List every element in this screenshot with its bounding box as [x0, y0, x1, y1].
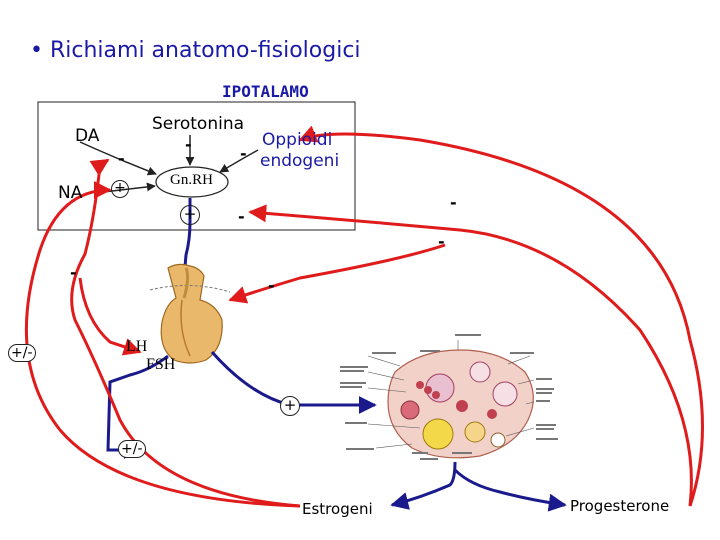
estrogen-minus-sign: -	[70, 263, 77, 282]
estrogen-feedback-na-arrow	[24, 181, 301, 508]
hypothalamus-box	[37, 101, 356, 231]
estrogen-feedback-pituitary-arrow	[78, 277, 142, 356]
serotonin-minus-sign: -	[185, 135, 192, 154]
progesterone-feedback-opioid-arrow	[298, 125, 704, 507]
slide-title-text: Richiami anatomo-fisiologici	[49, 38, 361, 63]
na-plus-sign: +	[111, 180, 129, 198]
opioid-minus-sign: -	[240, 144, 247, 163]
gnrh-minus-sign: -	[238, 207, 245, 226]
gnrh-label: Gn.RH	[170, 172, 213, 188]
estrogen-feedback-da-arrow	[70, 158, 301, 508]
pituitary-minus-sign: -	[268, 276, 275, 295]
da-arrow	[79, 141, 157, 176]
fsh-label: FSH	[146, 356, 176, 373]
lh-label: LH	[126, 338, 148, 355]
na-label: NA	[58, 183, 83, 203]
bullet-icon: •	[30, 38, 43, 63]
da-label: DA	[75, 126, 100, 146]
estrogen-label: Estrogeni	[302, 500, 373, 518]
bottom-plusminus-sign: +/-	[118, 440, 146, 458]
progesterone-label: Progesterone	[570, 497, 670, 515]
serotonin-label: Serotonina	[152, 114, 245, 134]
opioid-label-line1: Oppioidi	[262, 130, 333, 150]
slide-title: • Richiami anatomo-fisiologici	[30, 38, 361, 63]
da-minus-sign: -	[118, 149, 125, 168]
estrogen-plusminus-sign: +/-	[8, 344, 36, 362]
gnrh-plus-sign: +	[180, 205, 200, 225]
gnrh-ellipse	[155, 166, 229, 198]
progesterone-minus-sign-1: -	[450, 193, 457, 212]
opioid-label-line2: endogeni	[260, 151, 340, 171]
progesterone-feedback-gnrh-arrow	[248, 204, 693, 507]
progesterone-minus-sign-2: -	[438, 232, 445, 251]
ovary-to-estrogen-arrow	[390, 461, 457, 510]
progesterone-feedback-pituitary-arrow	[228, 243, 446, 304]
ovary-to-progesterone-arrow	[453, 468, 567, 512]
pituitary-gland	[149, 263, 231, 364]
ovary-plus-sign: +	[280, 396, 300, 416]
hypothalamus-header: IPOTALAMO	[222, 82, 309, 101]
ovary-illustration	[340, 334, 558, 460]
opioid-arrow	[219, 149, 259, 173]
pituitary-plusminus-arrow	[106, 354, 169, 459]
